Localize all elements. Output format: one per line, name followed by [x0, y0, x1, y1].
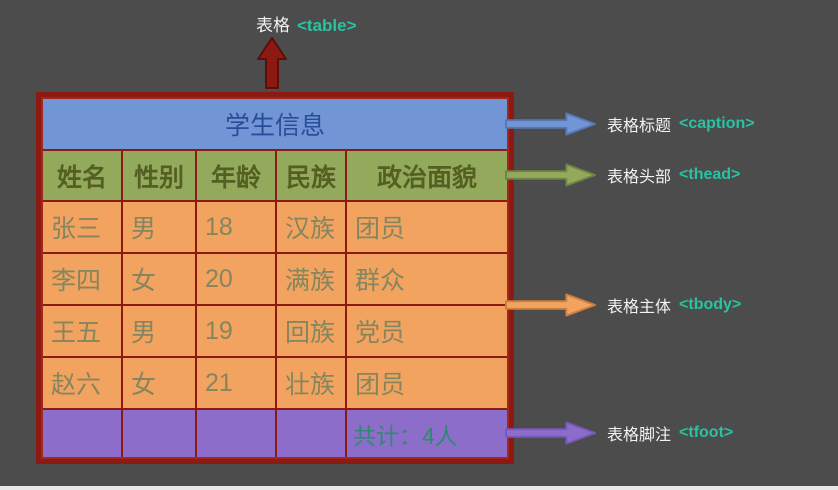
body-cell: 壮族 [277, 358, 345, 408]
annotation-tag: <caption> [679, 115, 755, 132]
footer-cell [43, 410, 121, 457]
table-tag-text: 表格 [256, 16, 290, 35]
body-cell: 21 [197, 358, 275, 408]
body-cell: 党员 [347, 306, 507, 356]
annotation-label: 表格脚注 [607, 427, 672, 444]
body-cell: 女 [123, 254, 195, 304]
table-tag-code: <table> [297, 16, 357, 35]
body-cell: 汉族 [277, 202, 345, 252]
annotation-tag: <tbody> [679, 296, 742, 313]
body-cell: 群众 [347, 254, 507, 304]
footer-cell [197, 410, 275, 457]
annotation-label: 表格主体 [607, 299, 672, 316]
table-caption: 学生信息 [43, 99, 507, 149]
body-cell: 王五 [43, 306, 121, 356]
body-cell: 团员 [347, 358, 507, 408]
tbody-arrow-icon [505, 293, 597, 317]
tfoot-arrow-icon [505, 421, 597, 445]
caption-arrow-icon [505, 112, 597, 136]
annotation-tag: <thead> [679, 166, 741, 183]
body-cell: 男 [123, 306, 195, 356]
annotation-tag: <tfoot> [679, 424, 734, 441]
header-cell: 年龄 [197, 151, 275, 200]
body-cell: 张三 [43, 202, 121, 252]
body-cell: 20 [197, 254, 275, 304]
annotation-label: 表格标题 [607, 118, 672, 135]
annotation-thead: 表格头部 <thead> [505, 162, 740, 188]
annotation-tfoot: 表格脚注 <tfoot> [505, 420, 733, 446]
body-cell: 李四 [43, 254, 121, 304]
table-diagram: 学生信息 姓名 性别 年龄 民族 政治面貌 张三 男 18 汉族 团员 李四 女… [36, 92, 514, 464]
table-grid: 学生信息 姓名 性别 年龄 民族 政治面貌 张三 男 18 汉族 团员 李四 女… [43, 99, 507, 457]
header-cell: 政治面貌 [347, 151, 507, 200]
header-cell: 民族 [277, 151, 345, 200]
body-cell: 团员 [347, 202, 507, 252]
footer-cell [277, 410, 345, 457]
footer-cell [123, 410, 195, 457]
body-cell: 18 [197, 202, 275, 252]
annotation-caption: 表格标题 <caption> [505, 111, 755, 137]
body-cell: 回族 [277, 306, 345, 356]
body-cell: 女 [123, 358, 195, 408]
thead-arrow-icon [505, 163, 597, 187]
up-arrow-icon [257, 37, 287, 89]
body-cell: 赵六 [43, 358, 121, 408]
header-cell: 姓名 [43, 151, 121, 200]
annotation-label: 表格头部 [607, 169, 672, 186]
body-cell: 男 [123, 202, 195, 252]
table-tag-label: 表格 <table> [256, 11, 357, 36]
header-cell: 性别 [123, 151, 195, 200]
annotation-tbody: 表格主体 <tbody> [505, 292, 741, 318]
footer-total-cell: 共计：4人 [347, 410, 507, 457]
body-cell: 19 [197, 306, 275, 356]
body-cell: 满族 [277, 254, 345, 304]
